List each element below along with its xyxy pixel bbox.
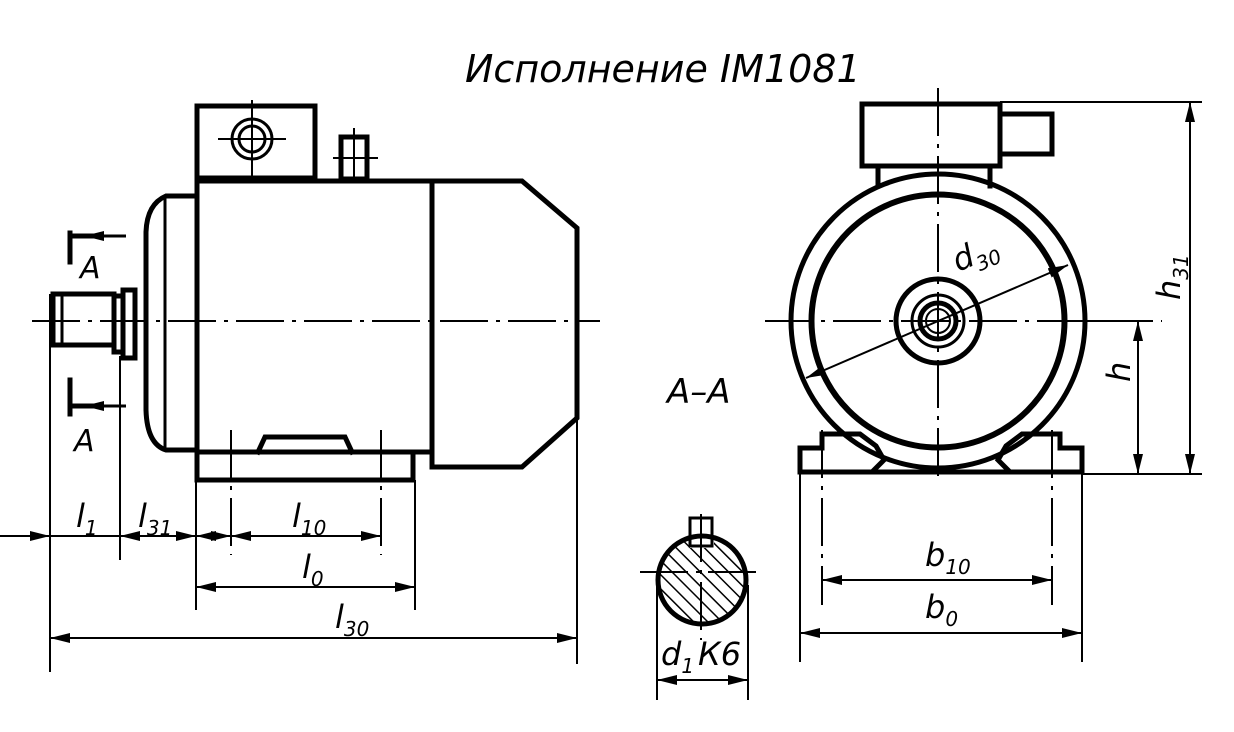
side-view: A A l1 l31 l10 [0, 100, 600, 672]
dim-b10: b10 [925, 536, 971, 579]
dim-l1: l1 [76, 497, 98, 540]
cable-entry [997, 111, 1055, 157]
stator-body [194, 178, 435, 455]
dim-d30: d30 [946, 227, 1005, 284]
mounting-foot [194, 449, 416, 483]
section-marker-bottom: A [67, 377, 126, 459]
dim-h31: h31 [1150, 254, 1193, 300]
section-letter-bottom: A [72, 424, 95, 459]
section-label: A–A [665, 372, 731, 412]
drawing-title: Исполнение IM1081 [465, 47, 861, 91]
shaft [50, 291, 117, 348]
front-view: d30 h31 h b10 b0 [765, 88, 1202, 662]
terminal-box-front [859, 101, 1003, 169]
section-letter-top: A [78, 251, 101, 286]
dim-h: h [1100, 362, 1138, 382]
end-shield [143, 193, 200, 453]
dim-l31: l31 [138, 497, 172, 540]
section-marker-top: A [67, 230, 126, 286]
foot-left [797, 431, 888, 475]
dim-b0: b0 [925, 588, 958, 631]
dim-l10: l10 [292, 497, 326, 540]
foot-right [994, 431, 1085, 475]
fan-cowl [429, 178, 580, 470]
dim-l0: l0 [302, 548, 324, 591]
terminal-box [194, 103, 318, 181]
dim-l30: l30 [335, 598, 369, 641]
